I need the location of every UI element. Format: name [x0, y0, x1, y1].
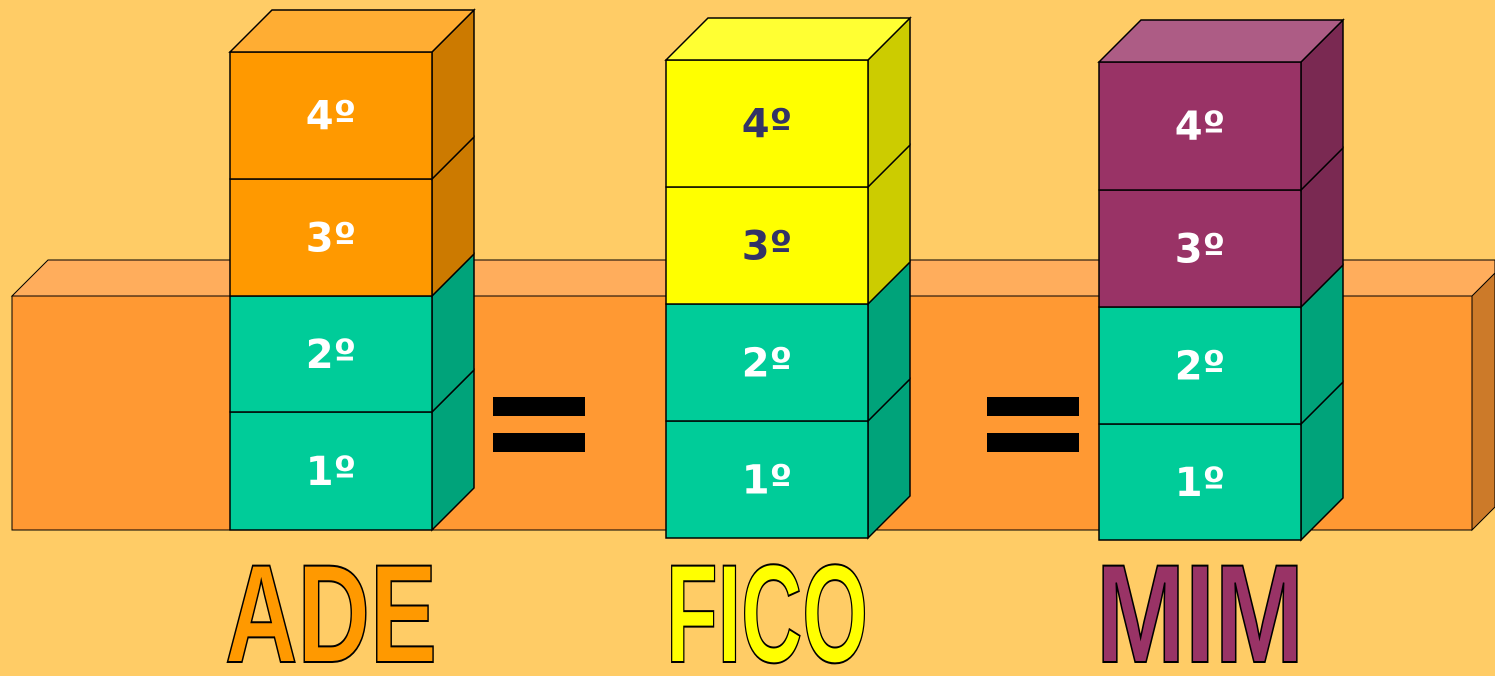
cube-front-face: [665, 303, 869, 422]
cube-stack-mim: 1º 2º 3º 4º: [1097, 18, 1345, 542]
cube-block-1st: 1º: [1098, 380, 1344, 542]
cube-label-3rd: 3º: [306, 216, 356, 262]
cube-label-2nd: 2º: [306, 332, 356, 378]
word-label-fico: FICO: [666, 535, 868, 676]
cube-block-1st: 1º: [229, 368, 475, 532]
cube-label-3rd: 3º: [1175, 227, 1225, 273]
cube-front-face: [1098, 189, 1302, 308]
cube-block-3rd: 3º: [1098, 146, 1344, 309]
cube-block-1st: 1º: [665, 377, 911, 540]
cube-label-1st: 1º: [306, 449, 356, 495]
cube-block-2nd: 2º: [1098, 263, 1344, 426]
cube-block-4th: 4º: [228, 8, 476, 181]
cube-front-face: [1098, 306, 1302, 425]
cube-block-4th: 4º: [664, 16, 912, 189]
cube-label-1st: 1º: [742, 458, 792, 504]
word-label-mim: MIM: [1096, 535, 1304, 676]
cube-label-2nd: 2º: [1175, 344, 1225, 390]
cube-stack-ade: 1º 2º 3º 4º: [228, 8, 476, 532]
cube-front-face: [1098, 61, 1302, 191]
cube-top-face: [228, 9, 476, 53]
cube-label-2nd: 2º: [742, 341, 792, 387]
cube-stack-fico: 1º 2º 3º 4º: [664, 16, 912, 540]
cube-label-1st: 1º: [1175, 460, 1225, 506]
cube-block-3rd: 3º: [229, 135, 475, 298]
cube-label-4th: 4º: [742, 102, 792, 148]
cube-top-face: [664, 17, 912, 61]
equals-sign: [987, 397, 1079, 452]
cube-front-face: [665, 59, 869, 188]
cube-label-3rd: 3º: [742, 224, 792, 270]
word-label-ade: ADE: [225, 535, 437, 676]
cube-front-face: [665, 186, 869, 305]
cube-front-face: [229, 295, 433, 413]
cube-block-4th: 4º: [1097, 18, 1345, 192]
equals-sign: [493, 397, 585, 452]
cube-label-4th: 4º: [306, 94, 356, 140]
cube-block-2nd: 2º: [665, 260, 911, 423]
cube-front-face: [229, 51, 433, 180]
base-bar-side: [1471, 272, 1495, 532]
cube-front-face: [1098, 423, 1302, 541]
cube-front-face: [665, 420, 869, 539]
cube-block-2nd: 2º: [229, 252, 475, 414]
cube-front-face: [229, 178, 433, 297]
cube-top-face: [1097, 19, 1345, 63]
cube-front-face: [229, 411, 433, 531]
cube-label-4th: 4º: [1175, 104, 1225, 150]
